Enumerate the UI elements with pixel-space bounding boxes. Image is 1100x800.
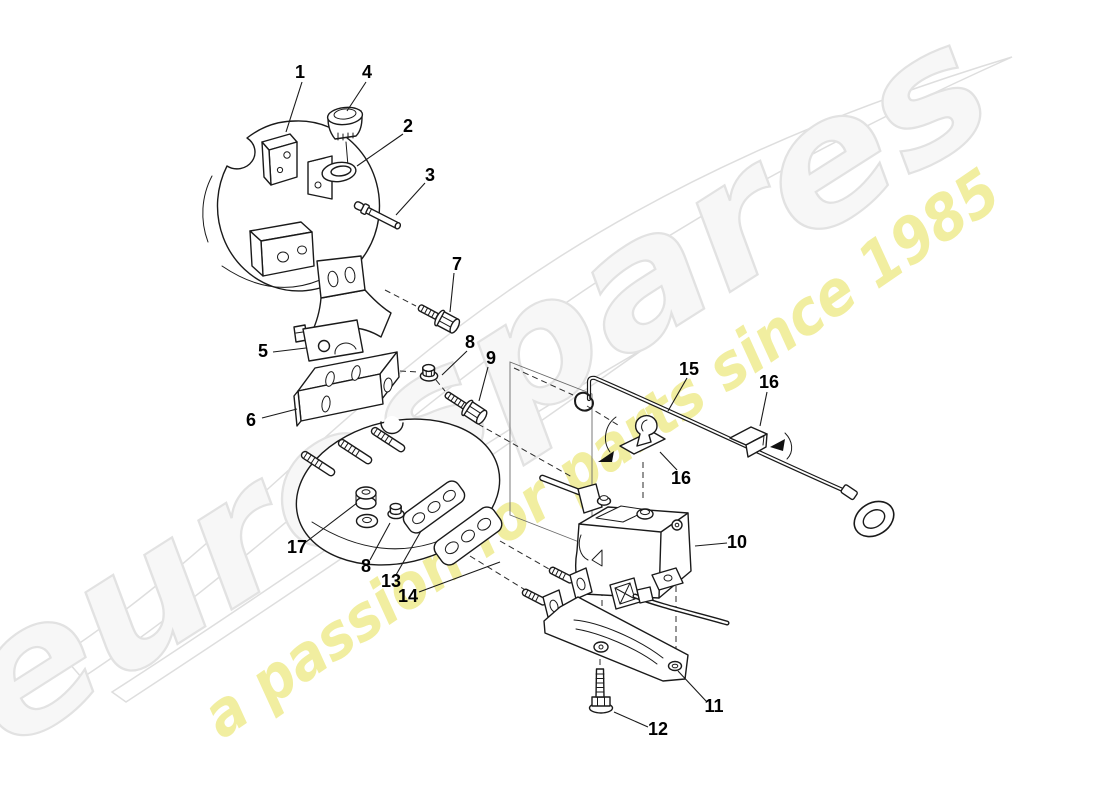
grommet-washer bbox=[355, 513, 379, 529]
part-label-1: 1 bbox=[295, 62, 305, 82]
part-label-16: 16 bbox=[759, 372, 779, 392]
part-14-plate bbox=[433, 506, 503, 566]
leader-line-3 bbox=[395, 182, 426, 216]
leader-line-15 bbox=[667, 377, 688, 412]
watermark-brand: eurospares bbox=[0, 0, 1026, 788]
leader-line-6 bbox=[261, 408, 298, 419]
part-label-11: 11 bbox=[704, 696, 723, 716]
part-11-bracket bbox=[521, 566, 689, 682]
part-1-circular-plate bbox=[202, 120, 381, 292]
watermark-brand-text: eurospares bbox=[0, 0, 1026, 788]
part-7-bolt bbox=[417, 304, 461, 334]
part-label-9: 9 bbox=[486, 348, 496, 368]
part-16-clip-left bbox=[598, 414, 666, 462]
leader-line-8 bbox=[369, 522, 391, 561]
part-13-plate bbox=[402, 480, 466, 534]
actuator-rod bbox=[539, 474, 612, 514]
part-3-pin bbox=[353, 201, 402, 230]
leader-line-17 bbox=[305, 502, 358, 543]
leader-line-7 bbox=[449, 272, 455, 313]
leader-line-11 bbox=[677, 670, 707, 702]
part-label-12: 12 bbox=[648, 719, 668, 739]
part-9-bolt bbox=[444, 391, 488, 425]
leader-line-14 bbox=[418, 561, 501, 593]
part-label-6: 6 bbox=[246, 410, 256, 430]
part-label-2: 2 bbox=[403, 116, 413, 136]
leader-line-1 bbox=[285, 81, 303, 133]
leader-line-16 bbox=[659, 451, 678, 471]
part-label-15: 15 bbox=[679, 359, 699, 379]
part-2-eyelet-bracket bbox=[307, 155, 357, 200]
part-8-flange-nut-lower bbox=[387, 502, 405, 520]
part-12-bolt bbox=[588, 668, 614, 714]
leader-line-13 bbox=[395, 530, 422, 576]
leader-line-4 bbox=[346, 81, 367, 112]
assembly-dashed-lines bbox=[295, 162, 677, 666]
leader-line-2 bbox=[356, 133, 404, 167]
part-label-14: 14 bbox=[398, 586, 418, 606]
part-label-8: 8 bbox=[361, 556, 371, 576]
part-label-7: 7 bbox=[452, 254, 462, 274]
part-label-3: 3 bbox=[425, 165, 435, 185]
leader-line-16 bbox=[759, 391, 768, 427]
part-5-curved-bracket bbox=[293, 255, 392, 362]
cable-ring-end bbox=[853, 500, 895, 538]
part-label-4: 4 bbox=[362, 62, 372, 82]
part-label-5: 5 bbox=[258, 341, 268, 361]
part-label-16: 16 bbox=[671, 468, 691, 488]
part-label-13: 13 bbox=[381, 571, 401, 591]
part-15-cable bbox=[574, 375, 895, 538]
part-17-disc bbox=[295, 416, 501, 566]
leader-line-5 bbox=[272, 347, 307, 353]
part-8-flange-nut-upper bbox=[419, 363, 439, 382]
grommet bbox=[355, 486, 377, 510]
part-4-knob bbox=[326, 106, 364, 167]
part-6-slotted-bracket bbox=[293, 351, 400, 427]
part-label-8: 8 bbox=[465, 332, 475, 352]
leader-line-10 bbox=[694, 542, 728, 547]
leader-line-12 bbox=[613, 711, 649, 728]
part-10-actuator bbox=[575, 505, 730, 626]
part-16-clip-right bbox=[729, 426, 793, 460]
leader-line-8 bbox=[441, 350, 468, 376]
leader-line-9 bbox=[478, 366, 489, 402]
part-label-10: 10 bbox=[727, 532, 747, 552]
part-label-17: 17 bbox=[287, 537, 307, 557]
